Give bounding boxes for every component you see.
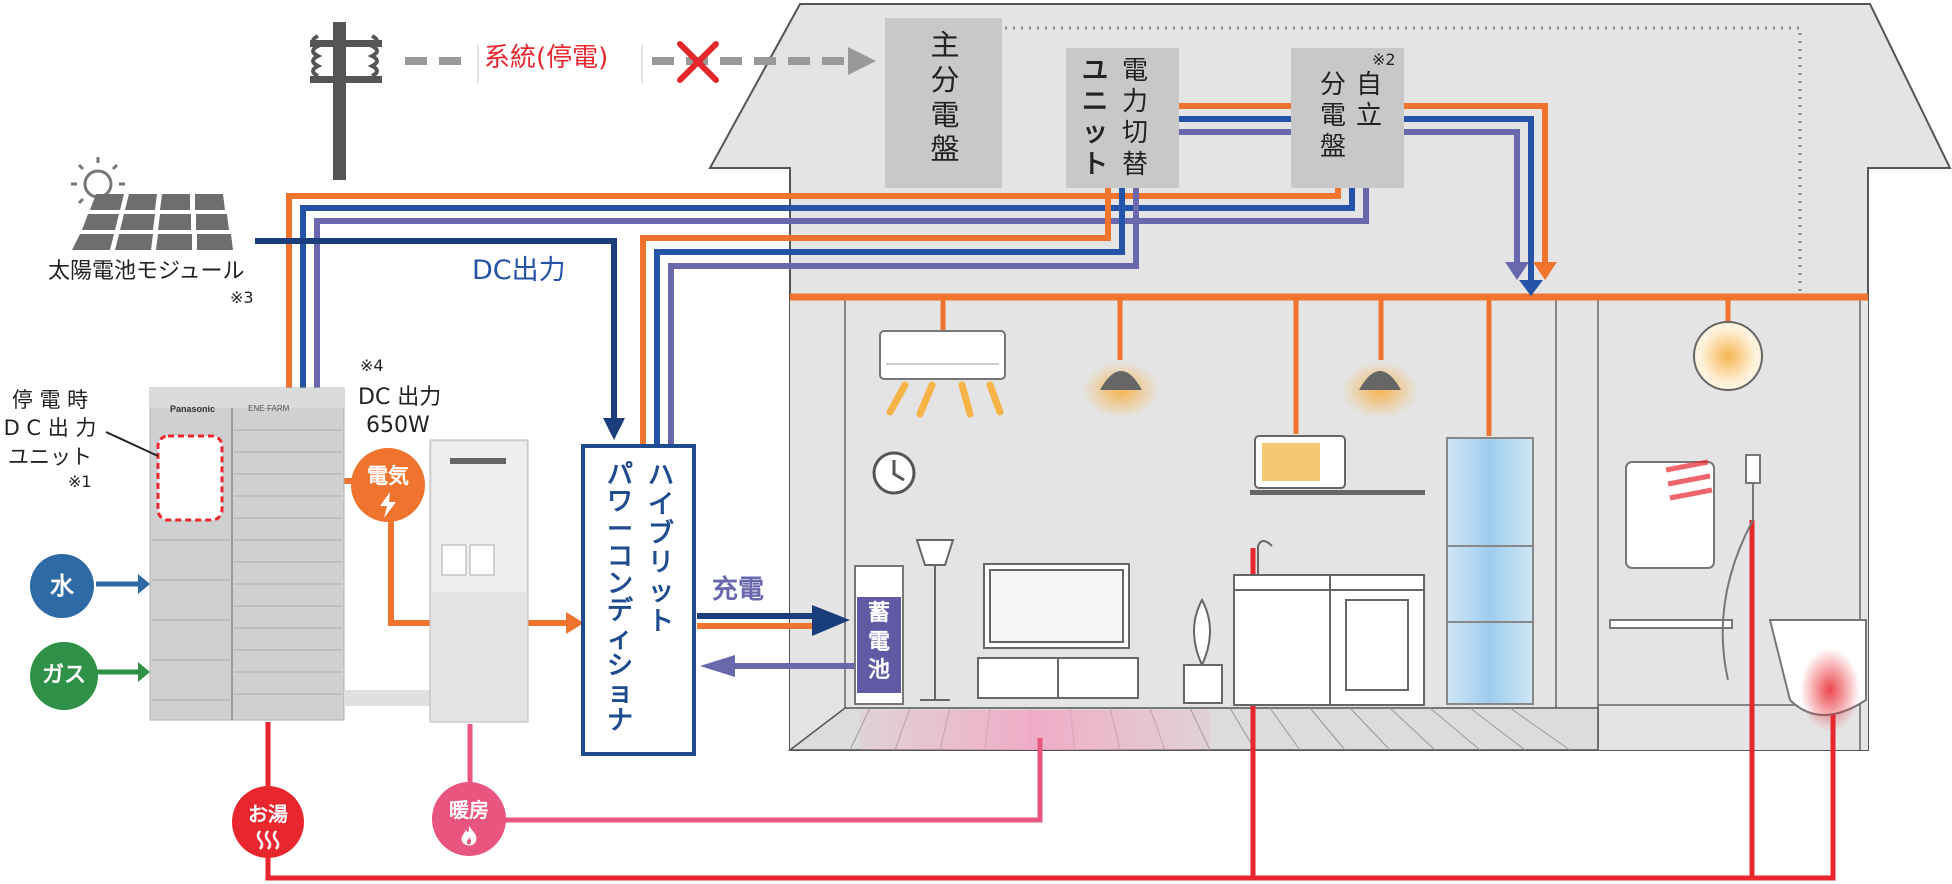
microwave-icon [1250,435,1425,495]
dc650-value: 650W [366,413,430,438]
grid-outage-label: 系統(停電) [484,43,609,73]
air-conditioner-icon [879,330,1006,418]
shower-icon [1721,454,1761,681]
steam-icon [256,830,280,850]
leader-line [105,431,159,457]
outage-dc-unit-label: 停 電 時 D C 出 力 ユニット [3,388,97,469]
electric-badge-label: 電気 [367,464,409,488]
utility-pole [310,22,382,180]
power-switch-unit [1066,48,1179,188]
dc650-note: ※4 [360,356,384,375]
bathroom-mirror-icon [1609,459,1733,629]
wire-blue [300,188,1355,388]
hybrid-power-conditioner [581,444,696,756]
ceiling-lamp-icon [1342,362,1418,418]
wire-electric [286,188,1341,388]
water-badge-label: 水 [50,572,74,600]
dc650-label: DC 出力 [358,385,442,410]
hot-water-badge-label: お湯 [248,802,288,826]
battery-label: 蓄 電 池 [867,601,890,684]
flame-icon [461,826,477,846]
solar-panel-icon [71,157,233,250]
refrigerator-icon [1446,437,1534,705]
wire-blue [654,188,1125,445]
fuel-cell-brand: Panasonic [170,404,216,414]
hot-water-badge: お湯 [232,786,304,858]
attic-dotted-wire [1005,26,1802,292]
dc-output-label: DC出力 [472,255,566,286]
wire-blue [1404,116,1534,280]
independent-panel-note: ※2 [1372,50,1396,69]
wire-purple [668,188,1139,445]
fuel-cell-sub-brand: ENE·FARM [248,404,290,413]
electric-badge: 電気 [351,448,425,522]
wire-dc [255,238,617,418]
grid-arrow-head [848,47,876,75]
water-badge: 水 [30,554,94,618]
independent-panel-label-col1: 分 電 盤 [1319,70,1346,163]
solar-module-note: ※3 [230,288,254,307]
main-distribution-panel [885,18,1002,188]
floor-lamp-icon [915,539,955,701]
bathroom-light-icon [1693,321,1763,391]
independent-panel-label-col2: 自 立 [1355,70,1382,132]
switch-unit-label-col2: 電 力 切 替 [1121,56,1148,180]
gas-badge-label: ガス [41,663,86,688]
charge-label: 充電 [712,575,765,605]
panels [885,18,1404,188]
fuel-cell-unit [105,387,430,721]
wire-purple [314,188,1369,388]
outage-cross-icon [677,41,719,83]
solar-module-label: 太陽電池モジュール [48,259,245,284]
heating-badge-label: 暖房 [449,798,489,822]
wire-purple [1404,129,1520,262]
water-heater-unit [429,439,529,723]
gas-badge: ガス [30,642,98,710]
plant-icon [1183,597,1223,704]
bathtub-icon [1768,619,1867,732]
outage-dc-output-unit [156,434,224,522]
independent-distribution-panel [1291,48,1404,188]
switch-unit-label-col1: ユ ニ ッ ト [1081,56,1108,180]
storage-battery [854,565,904,705]
ceiling-lamp-icon [1083,362,1159,418]
wire-electric [640,188,1111,445]
television-icon [977,563,1139,699]
floor-heating-glow [860,710,1210,750]
clock-icon [872,451,916,495]
pcs-label-col2: パ ワ ー コ ン デ ィ シ ョ ナ [606,460,633,736]
main-panel-label: 主 分 電 盤 [930,28,960,167]
kitchen-counter-icon [1233,540,1425,706]
pcs-label-col1: ハ イ ブ リ ッ ト [647,461,674,637]
wire-electric [1404,103,1548,262]
heating-badge: 暖房 [432,782,506,856]
outage-dc-unit-note: ※1 [68,472,92,491]
arrow-heads [138,262,1557,682]
lightning-icon [380,492,396,518]
